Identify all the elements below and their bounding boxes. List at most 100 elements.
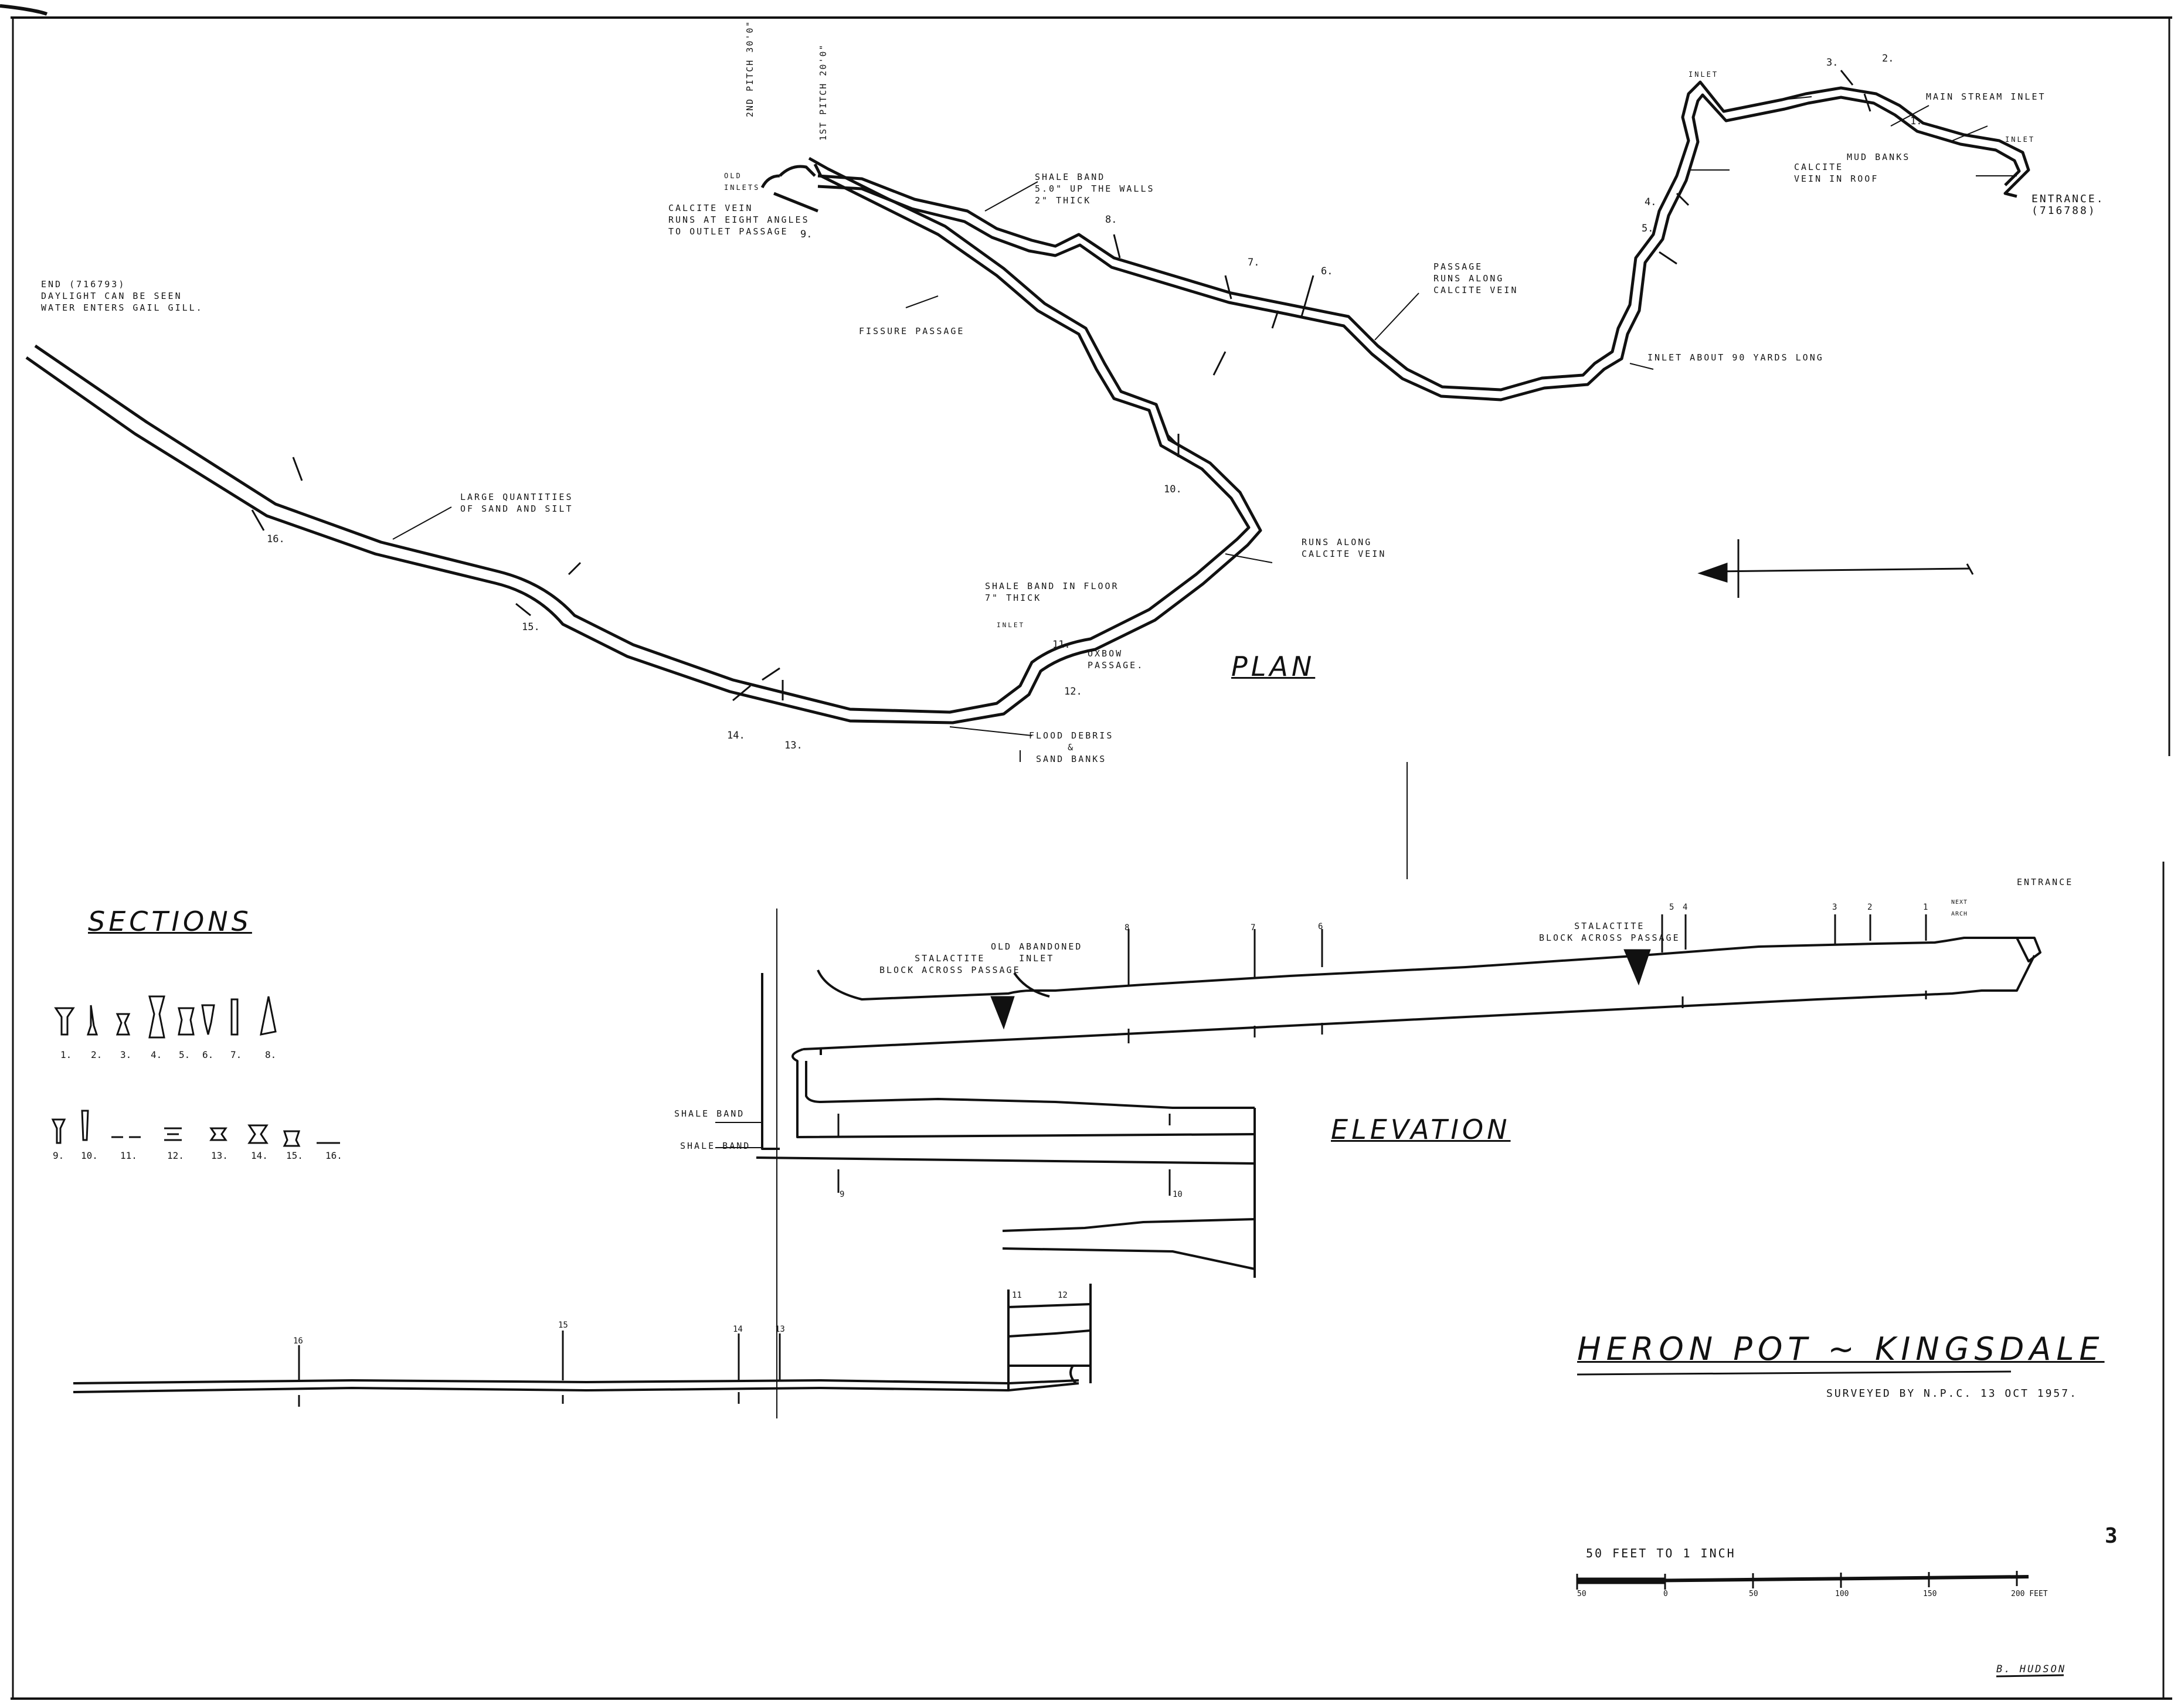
plan-station-ticks bbox=[251, 70, 1871, 702]
elev-mark-9: 9 bbox=[840, 1190, 845, 1199]
plan-station-15: 15. bbox=[522, 621, 540, 633]
section-glyphs-row2 bbox=[51, 1110, 340, 1147]
plan-station-13: 13. bbox=[784, 740, 803, 751]
plan-station-12: 12. bbox=[1064, 686, 1082, 698]
shale-band-upper-label: SHALE BAND bbox=[674, 1108, 745, 1119]
elev-mark-15: 15 bbox=[558, 1321, 568, 1330]
plan-station-11: 11. bbox=[1052, 639, 1071, 651]
plan-station-4: 4. bbox=[1645, 196, 1657, 208]
main-stream-inlet-label: MAIN STREAM INLET bbox=[1926, 91, 2046, 102]
shale-band-leaders bbox=[715, 1122, 762, 1148]
section-glyphs-row1 bbox=[54, 995, 277, 1039]
sand-silt-label: LARGE QUANTITIES OF SAND AND SILT bbox=[460, 492, 573, 514]
sheet-joins bbox=[776, 750, 1408, 1418]
draughtsman-signature: B. HUDSON bbox=[1996, 1663, 2067, 1675]
section-number-14: 14. bbox=[251, 1150, 268, 1161]
plan-station-16: 16. bbox=[267, 533, 285, 545]
scale-tick-200: 200 FEET bbox=[2011, 1590, 2048, 1598]
elev-mark-4: 4 bbox=[1683, 903, 1688, 912]
elevation-station-ticks bbox=[298, 914, 1927, 1407]
elev-mark-11: 11 bbox=[1012, 1291, 1022, 1300]
sections-heading: SECTIONS bbox=[88, 906, 252, 937]
section-number-13: 13. bbox=[211, 1150, 228, 1161]
plan-station-6: 6. bbox=[1321, 266, 1333, 277]
oxbow-label: OXBOW PASSAGE. bbox=[1088, 648, 1144, 671]
elev-mark-5: 5 bbox=[1669, 903, 1674, 912]
scale-caption: 50 FEET TO 1 INCH bbox=[1586, 1546, 1736, 1560]
plan-entrance-label: ENTRANCE. (716788) bbox=[2031, 193, 2105, 217]
inlet-top-label: INLET bbox=[1689, 70, 1719, 79]
elev-mark-14: 14 bbox=[733, 1325, 743, 1334]
plan-station-9: 9. bbox=[800, 229, 813, 240]
second-pitch-label: 2ND PITCH 30'0" bbox=[745, 20, 755, 117]
scale-tick-50-left: 50 bbox=[1577, 1590, 1587, 1598]
section-number-4: 4. bbox=[151, 1049, 162, 1060]
section-number-16: 16. bbox=[325, 1150, 342, 1161]
stalactite-right-label: STALACTITE BLOCK ACROSS PASSAGE bbox=[1539, 921, 1680, 943]
inlet-90-yards-label: INLET ABOUT 90 YARDS LONG bbox=[1647, 352, 1824, 363]
elev-mark-16: 16 bbox=[293, 1336, 303, 1346]
shale-band-lower-label: SHALE BAND bbox=[680, 1141, 751, 1151]
elev-mark-7: 7 bbox=[1251, 923, 1256, 933]
section-number-8: 8. bbox=[265, 1049, 277, 1060]
elev-mark-13: 13 bbox=[775, 1325, 785, 1334]
elevation-entrance-label: ENTRANCE bbox=[2017, 877, 2074, 887]
section-number-11: 11. bbox=[120, 1150, 137, 1161]
stalactite-left-label: STALACTITE BLOCK ACROSS PASSAGE bbox=[879, 953, 1021, 975]
scale-tick-150: 150 bbox=[1923, 1590, 1937, 1598]
plan-station-7: 7. bbox=[1248, 257, 1260, 268]
elev-mark-6: 6 bbox=[1318, 922, 1323, 931]
elev-mark-2: 2 bbox=[1867, 903, 1873, 912]
calcite-outlet-label: CALCITE VEIN RUNS AT EIGHT ANGLES TO OUT… bbox=[668, 203, 810, 237]
section-number-12: 12. bbox=[167, 1150, 184, 1161]
elevation-heading: ELEVATION bbox=[1331, 1114, 1511, 1145]
runs-calcite-label: RUNS ALONG CALCITE VEIN bbox=[1302, 537, 1387, 559]
plan-heading: PLAN bbox=[1231, 651, 1316, 682]
scale-tick-0: 0 bbox=[1663, 1590, 1668, 1598]
stalactite-blocks bbox=[990, 949, 1651, 1030]
plan-station-3: 3. bbox=[1826, 57, 1839, 69]
section-number-5: 5. bbox=[179, 1049, 191, 1060]
shale-walls-label: SHALE BAND 5.0" UP THE WALLS 2" THICK bbox=[1035, 172, 1155, 206]
shale-floor-label: SHALE BAND IN FLOOR 7" THICK bbox=[985, 581, 1119, 603]
plan-station-1: 1. bbox=[1910, 115, 1922, 127]
fissure-passage-label: FISSURE PASSAGE bbox=[859, 326, 965, 336]
plan-station-14: 14. bbox=[727, 730, 745, 741]
plan-station-8: 8. bbox=[1105, 214, 1117, 226]
sheet-mark: 3 bbox=[2105, 1524, 2118, 1548]
elev-mark-10: 10 bbox=[1173, 1190, 1183, 1199]
section-number-3: 3. bbox=[120, 1049, 132, 1060]
survey-title: HERON POT ~ KINGSDALE bbox=[1577, 1331, 2105, 1367]
plan-leader-lines bbox=[392, 96, 2017, 736]
next-arch-label: NEXT ARCH bbox=[1951, 899, 1968, 917]
mud-banks-label: MUD BANKS bbox=[1847, 152, 1911, 162]
section-number-2: 2. bbox=[91, 1049, 103, 1060]
old-abandoned-inlet-label: OLD ABANDONED INLET bbox=[991, 941, 1083, 964]
end-label: END (716793) DAYLIGHT CAN BE SEEN WATER … bbox=[41, 279, 203, 313]
first-pitch-label: 1ST PITCH 20'0" bbox=[818, 43, 828, 141]
passage-calcite-label: PASSAGE RUNS ALONG CALCITE VEIN bbox=[1433, 261, 1518, 295]
scale-bar bbox=[1576, 1571, 2029, 1590]
small-inlet-label: INLET bbox=[997, 621, 1025, 629]
elev-mark-3: 3 bbox=[1832, 903, 1837, 912]
sheet-border bbox=[0, 4, 2172, 1700]
section-number-10: 10. bbox=[81, 1150, 98, 1161]
plan-station-2: 2. bbox=[1882, 53, 1894, 64]
elev-mark-8: 8 bbox=[1125, 923, 1130, 933]
title-rule bbox=[1577, 1370, 2064, 1678]
scale-tick-100: 100 bbox=[1835, 1590, 1849, 1598]
elev-mark-1: 1 bbox=[1923, 903, 1928, 912]
plan-station-10: 10. bbox=[1164, 484, 1182, 495]
calcite-roof-label: CALCITE VEIN IN ROOF bbox=[1794, 162, 1879, 184]
section-number-7: 7. bbox=[230, 1049, 242, 1060]
surveyed-by: SURVEYED BY N.P.C. 13 OCT 1957. bbox=[1826, 1387, 2078, 1400]
elevation-profile bbox=[73, 937, 2041, 1393]
section-number-15: 15. bbox=[286, 1150, 303, 1161]
plan-passage bbox=[25, 80, 2030, 724]
section-number-9: 9. bbox=[53, 1150, 64, 1161]
old-inlets-label: OLD INLETS bbox=[724, 172, 760, 192]
scale-tick-50: 50 bbox=[1749, 1590, 1758, 1598]
north-arrow bbox=[1697, 539, 1974, 598]
section-number-1: 1. bbox=[60, 1049, 72, 1060]
